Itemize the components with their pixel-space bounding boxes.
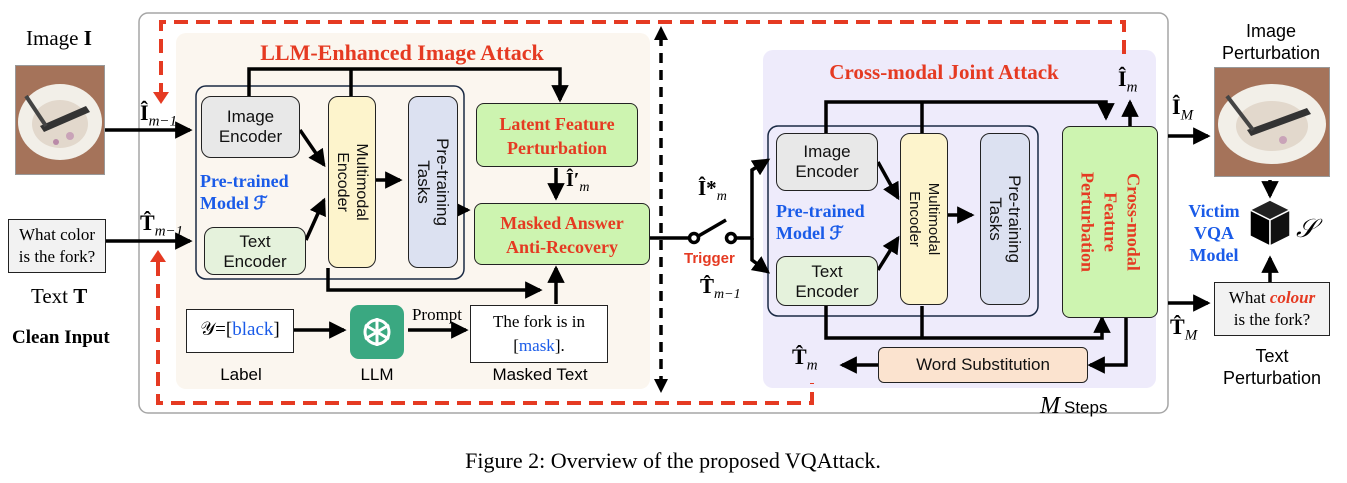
masked-text-box: The fork is in [mask]. — [470, 305, 608, 363]
cross-image-output-symbol: Îm — [1118, 66, 1138, 96]
image-encoder-left: Image Encoder — [201, 96, 300, 158]
llm-caption: LLM — [360, 365, 394, 384]
pretraining-tasks-right: Pre-training Tasks — [980, 133, 1030, 305]
victim-model-label: Victim VQA Model — [1188, 201, 1240, 265]
final-image-symbol: ÎM — [1172, 94, 1194, 124]
llm-attack-title: LLM-Enhanced Image Attack — [260, 40, 544, 65]
masked-answer-anti-recovery-box: Masked Answer Anti-Recovery — [474, 203, 650, 265]
label-caption: Label — [220, 365, 262, 384]
fork-plate-photo — [16, 66, 104, 174]
trigger-image-symbol: Î*m — [698, 176, 727, 205]
question-text: What color is the fork? — [18, 225, 96, 266]
latent-feature-perturbation-box: Latent Feature Perturbation — [476, 103, 638, 167]
clean-input-label: Clean Input — [12, 327, 110, 348]
perturbed-question-box: What colour is the fork? — [1214, 282, 1330, 336]
trigger-label: Trigger — [684, 250, 735, 267]
cross-modal-feature-perturbation-box: Cross-modal Feature Perturbation — [1062, 126, 1158, 318]
trigger-text-symbol: T̂m−1 — [700, 274, 741, 303]
image-input-symbol: Îm−1 — [140, 100, 178, 130]
text-encoder-right: Text Encoder — [776, 256, 878, 306]
loop-arrow-down — [153, 92, 169, 104]
masked-text-caption: Masked Text — [492, 365, 588, 384]
input-image-photo — [15, 65, 105, 175]
trigger-switch — [687, 158, 771, 274]
text-input-symbol: T̂m−1 — [140, 210, 184, 240]
multimodal-encoder-left: Multimodal Encoder — [328, 96, 376, 268]
latent-output-symbol: Î′m — [566, 169, 590, 195]
prompt-label: Prompt — [411, 305, 463, 324]
iteration-loop — [156, 20, 1126, 405]
image-encoder-right: Image Encoder — [776, 133, 878, 191]
question-box: What color is the fork? — [8, 219, 106, 273]
pretraining-tasks-left: Pre-training Tasks — [408, 96, 458, 268]
pretrained-model-left-label: Pre-trained Model ℱ — [200, 171, 289, 213]
label-box: 𝒴=[black] — [186, 309, 294, 353]
multimodal-encoder-right: Multimodal Encoder — [900, 133, 948, 305]
figure-caption: Figure 2: Overview of the proposed VQAtt… — [465, 448, 881, 473]
cross-text-output-symbol: T̂m — [792, 344, 818, 374]
outer-frame — [138, 12, 1169, 414]
cube-icon — [1248, 199, 1292, 248]
image-perturbation-label: Image Perturbation — [1221, 21, 1321, 63]
text-perturbation-label: Text Perturbation — [1222, 346, 1322, 388]
loop-arrow-up — [150, 250, 166, 262]
pretrained-model-right-outline — [767, 125, 1039, 317]
m-steps-label: M Steps — [1040, 393, 1108, 419]
cross-attack-title: Cross-modal Joint Attack — [829, 60, 1059, 84]
pretrained-model-right-label: Pre-trained Model ℱ — [776, 201, 865, 243]
text-input-label: Text T — [31, 284, 88, 308]
perturbed-image-photo — [1214, 67, 1330, 177]
text-encoder-left: Text Encoder — [204, 227, 306, 275]
chatgpt-icon — [350, 305, 404, 359]
word-substitution-box: Word Substitution — [878, 347, 1088, 383]
final-text-symbol: T̂M — [1170, 314, 1198, 344]
s-symbol: 𝒮 — [1296, 214, 1317, 244]
image-input-label: Image I — [26, 26, 92, 50]
pretrained-model-left-outline — [195, 85, 465, 280]
